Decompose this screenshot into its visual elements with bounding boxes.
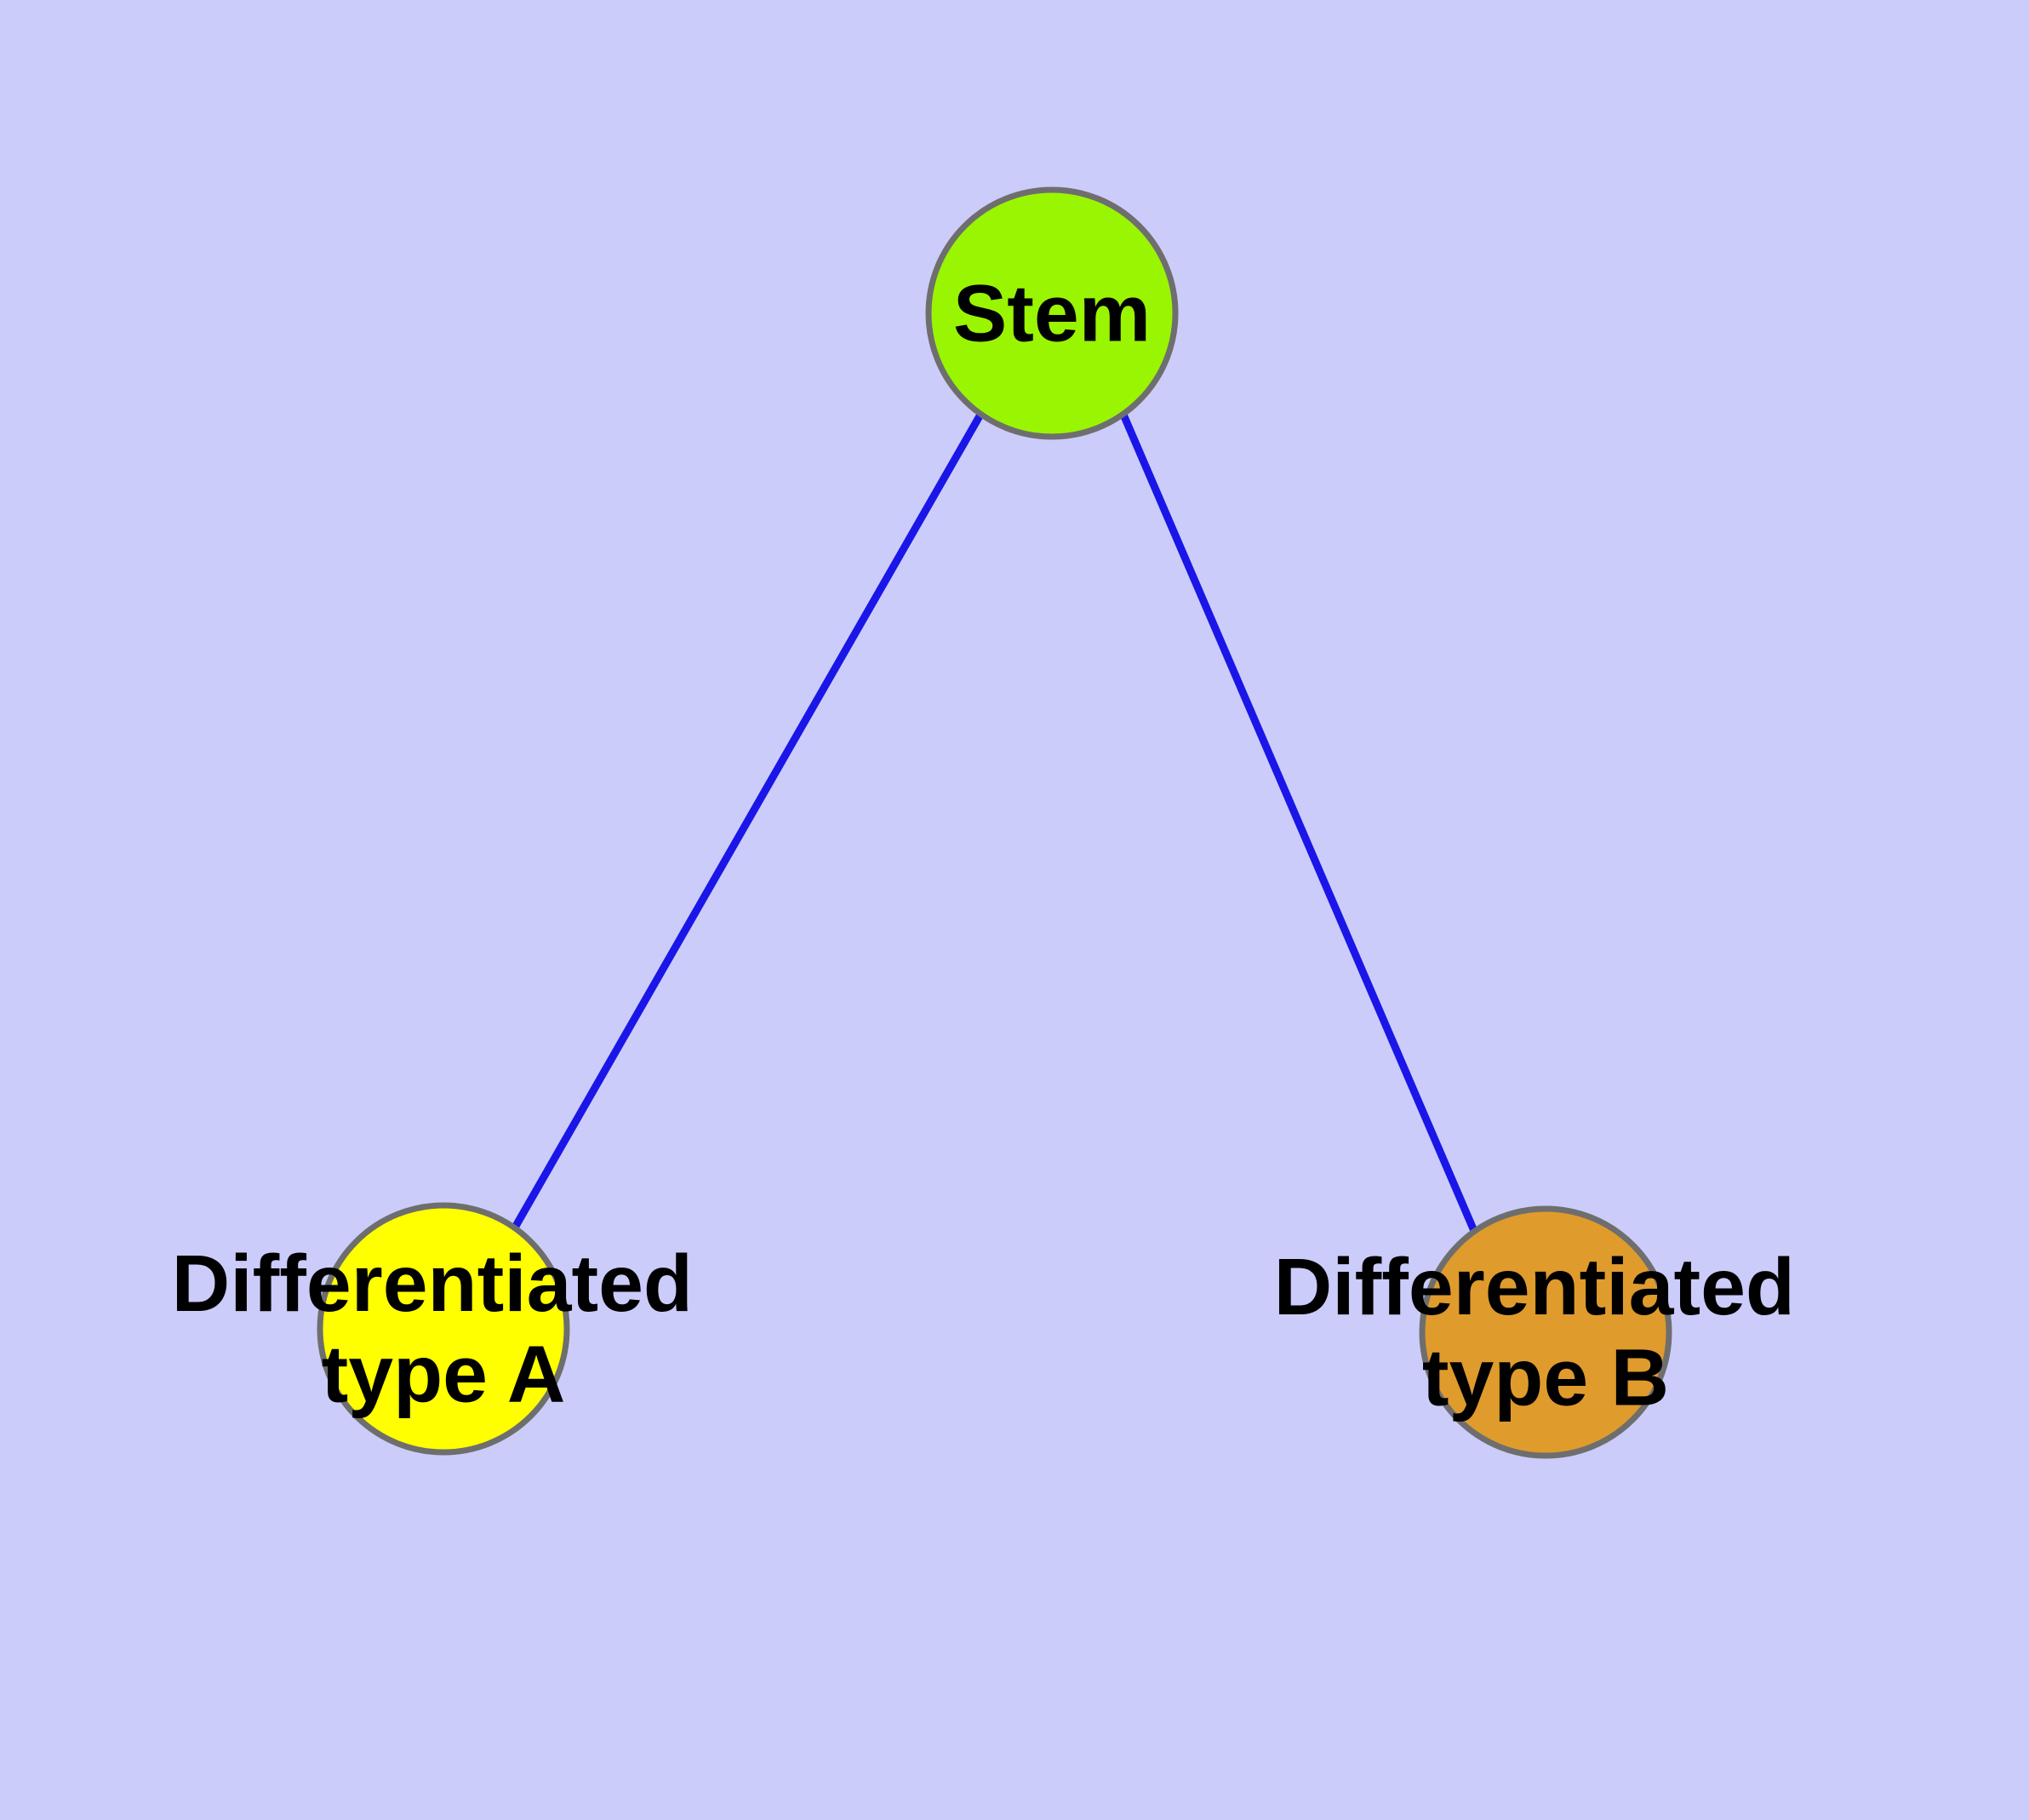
node-differentiated-type-b-label: Differentiated type B (1274, 1242, 1818, 1422)
node-differentiated-type-a-label-line2: type A (322, 1330, 566, 1420)
node-differentiated-type-a-label-line1: Differentiated (172, 1239, 693, 1329)
node-differentiated-type-a-label: Differentiated type A (172, 1239, 716, 1419)
node-differentiated-type-b-label-line1: Differentiated (1274, 1242, 1795, 1332)
node-differentiated-type-b-circle[interactable] (1419, 1205, 1672, 1459)
node-differentiated-type-a-circle[interactable] (317, 1202, 570, 1456)
edge-stem-to-differentiated-type-a[interactable] (512, 412, 984, 1230)
node-labels-layer: Stem Differentiated type A Differentiate… (172, 268, 1818, 1422)
edge-stem-to-differentiated-type-b[interactable] (1119, 413, 1478, 1233)
edges-layer (512, 412, 1478, 1233)
node-differentiated-type-b-label-line2: type B (1422, 1333, 1669, 1423)
node-stem-label: Stem (953, 268, 1151, 358)
node-stem-label-line1: Stem (953, 268, 1151, 358)
node-stem-circle[interactable] (925, 186, 1179, 440)
nodes-layer (317, 186, 1672, 1459)
